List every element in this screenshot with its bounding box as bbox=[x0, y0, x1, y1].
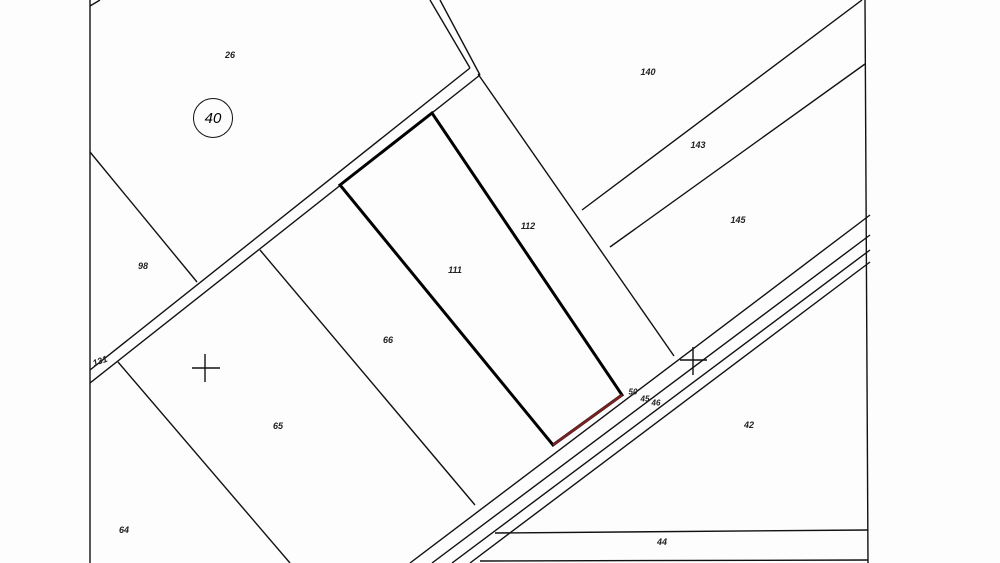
right-border bbox=[864, 0, 869, 563]
road-upper-a bbox=[89, 67, 471, 371]
road-lower-d bbox=[469, 261, 871, 563]
parcel-98-edge bbox=[89, 151, 198, 283]
parcel-label-145: 145 bbox=[730, 215, 746, 225]
parcel-label-66: 66 bbox=[382, 335, 394, 345]
parcel-label-98: 98 bbox=[137, 261, 149, 271]
parcel-44-bottom bbox=[479, 559, 869, 562]
parcel-label-143: 143 bbox=[690, 140, 706, 150]
parcel-label-44: 44 bbox=[656, 537, 668, 547]
parcel-label-64: 64 bbox=[118, 525, 130, 535]
top-left-corner bbox=[89, 0, 101, 7]
parcel-label-112: 112 bbox=[520, 221, 536, 231]
parcel-66-65-edge bbox=[259, 249, 476, 506]
parcel-111-road-edge bbox=[552, 393, 623, 447]
parcel-42-44-edge bbox=[494, 529, 869, 534]
parcel-label-140: 140 bbox=[640, 67, 656, 77]
parcel-label-45: 45 bbox=[640, 394, 650, 404]
parcel-label-65: 65 bbox=[272, 421, 284, 431]
road-lower-c bbox=[451, 249, 871, 563]
parcel-26-edge-a bbox=[429, 0, 471, 69]
parcel-label-42: 42 bbox=[743, 420, 755, 430]
parcel-143-145-edge bbox=[609, 63, 866, 248]
parcel-label-50: 50 bbox=[628, 387, 638, 397]
parcel-label-46: 46 bbox=[651, 398, 661, 408]
parcel-label-26: 26 bbox=[224, 50, 236, 60]
sheet-number-circle: 40 bbox=[193, 98, 233, 138]
parcel-140-143-edge bbox=[581, 0, 863, 211]
road-lower-a bbox=[409, 214, 871, 563]
road-lower-b bbox=[431, 234, 871, 563]
parcel-label-111: 111 bbox=[448, 265, 462, 275]
parcel-26-edge-b bbox=[439, 0, 481, 76]
parcel-112-edge bbox=[477, 73, 675, 357]
parcel-131-65-edge bbox=[117, 361, 291, 563]
